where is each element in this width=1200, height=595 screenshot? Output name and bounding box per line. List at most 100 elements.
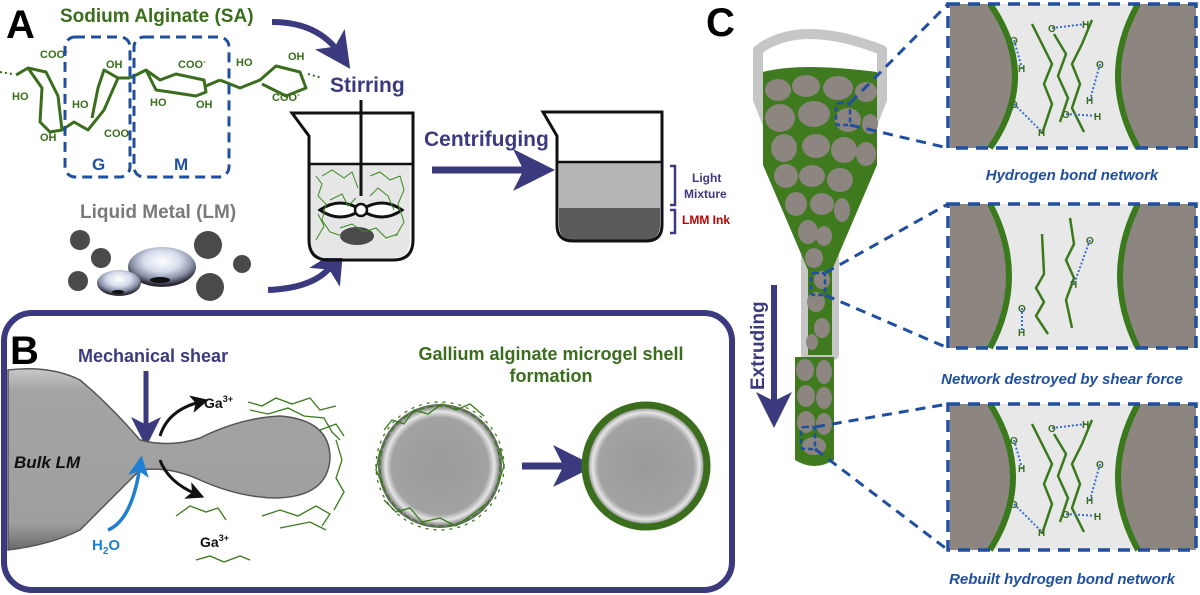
alginate-chain: [1030, 423, 1054, 535]
oh-label-4: OH: [288, 51, 305, 63]
ink-particle: [827, 168, 853, 192]
ink-particle: [771, 134, 797, 162]
panel-c-label: C: [706, 1, 735, 45]
hydroxyl-oxygen: O: [1096, 60, 1104, 71]
layer-brackets: [670, 164, 677, 235]
hydroxyl-hydrogen: H: [1086, 96, 1093, 107]
hydrogen-bond: [1013, 103, 1043, 133]
hydroxyl-hydrogen: H: [1038, 128, 1045, 139]
particle-left: [950, 4, 1015, 148]
liquid-metal-title: Liquid Metal (LM): [80, 202, 236, 223]
alginate-chain-structure: [15, 64, 308, 134]
arrow-lm-to-beaker: [267, 246, 344, 293]
terminal-ring: [219, 64, 308, 98]
g-ring-left: [15, 66, 64, 134]
hydroxyl-oxygen: O: [1048, 24, 1056, 35]
coo-label-2: COO-: [104, 126, 132, 140]
hydroxyl-hydrogen: H: [1018, 464, 1025, 475]
filament-particle: [797, 411, 815, 433]
ink-particle: [862, 114, 878, 134]
ga-release-arrow-upper: [158, 395, 209, 437]
alginate-chain: [1034, 233, 1050, 335]
hydrogen-bond: [1065, 513, 1099, 517]
ho-label-4: HO: [236, 57, 253, 69]
alginate-chain: [1070, 419, 1094, 533]
hydroxyl-hydrogen: H: [1082, 20, 1089, 31]
ink-particle: [835, 108, 861, 132]
light-mixture-label-line1: Light: [692, 171, 721, 185]
ho-label-3: HO: [150, 97, 167, 109]
zoom-markers: [799, 101, 852, 451]
ink-particle: [855, 82, 877, 102]
shell-formation-title-line1: Gallium alginate microgel shell: [418, 344, 683, 364]
ga-release-arrow-lower: [158, 459, 205, 499]
hydroxyl-oxygen: O: [1086, 236, 1094, 247]
hydroxyl-oxygen: O: [1010, 100, 1018, 111]
caption-rebuilt-network: Rebuilt hydrogen bond network: [949, 571, 1175, 588]
bulk-liquid-metal: [7, 368, 331, 551]
alginate-shell-left: [987, 402, 1016, 552]
ink-particle: [823, 76, 853, 100]
particle-right: [1118, 404, 1196, 550]
alginate-shell-right: [1117, 202, 1141, 350]
oh-label-3: OH: [196, 99, 213, 111]
extruding-label: Extruding: [748, 301, 769, 390]
stirring-beaker: [289, 100, 415, 262]
zoom-connector-lines: [814, 2, 950, 552]
ink-particle: [798, 101, 830, 127]
m-block-box: [132, 35, 231, 179]
ink-particle: [810, 193, 834, 215]
hydroxyl-hydrogen: H: [1082, 420, 1089, 431]
hydroxyl-oxygen: O: [1010, 436, 1018, 447]
ink-particle: [799, 165, 825, 187]
ho-label-2: HO: [72, 99, 89, 111]
ink-particle: [816, 226, 832, 246]
hydrogen-bond: [1013, 39, 1023, 69]
syringe-barrel: [753, 29, 887, 360]
shell-formation-title-line2: formation: [510, 366, 593, 386]
hydroxyl-hydrogen: H: [1018, 328, 1025, 339]
hydroxyl-oxygen: O: [1062, 510, 1070, 521]
oh-label-2: OH: [40, 132, 57, 144]
hydroxyl-hydrogen: H: [1070, 280, 1077, 291]
panel-a-label: A: [6, 3, 35, 47]
light-mixture-layer: [559, 163, 660, 208]
filament-particle: [816, 387, 832, 409]
water-label: H2O: [92, 537, 120, 557]
ink-particle: [831, 137, 857, 163]
alginate-shell-left: [987, 2, 1018, 150]
hydroxyl-oxygen: O: [1062, 110, 1070, 121]
alginate-shell-left: [987, 202, 1012, 350]
detail-dashed-frame: [946, 402, 1198, 552]
particle-right: [1118, 4, 1196, 148]
alginate-chain: [1070, 19, 1094, 133]
hydroxyl-hydrogen: H: [1086, 496, 1093, 507]
alginate-chain: [1030, 23, 1054, 135]
ink-particle: [806, 334, 818, 350]
centrifuging-label: Centrifuging: [424, 128, 549, 151]
alginate-chain: [1052, 33, 1070, 123]
arrow-sa-to-beaker: [271, 19, 351, 69]
hydrogen-bond: [1013, 439, 1023, 469]
ink-particle: [814, 318, 830, 338]
panel-b: B Mechanical shear Bulk LM Ga3+ Ga3+ H2O…: [1, 310, 735, 593]
centrifuged-beaker: [540, 110, 664, 243]
lm-droplet-with-alginate: [378, 404, 502, 528]
ink-particle: [807, 292, 825, 312]
alginate-strands-droplet: [175, 397, 345, 563]
m-ring: [129, 68, 208, 98]
alginate-strands-coating: [375, 401, 505, 531]
hydroxyl-hydrogen: H: [1038, 528, 1045, 539]
ink-particle: [785, 192, 807, 216]
g-ring-right: [61, 68, 120, 132]
ga-ion-label-upper: Ga3+: [204, 394, 233, 411]
g-block-box: [63, 35, 132, 179]
detail-dashed-frame: [946, 202, 1198, 350]
panel-a: A Sodium Alginate (SA) COO- COO- COO- CO…: [0, 3, 730, 301]
g-block-label: G: [92, 155, 105, 174]
panel-b-label: B: [10, 329, 39, 373]
m-block-label: M: [174, 155, 188, 174]
